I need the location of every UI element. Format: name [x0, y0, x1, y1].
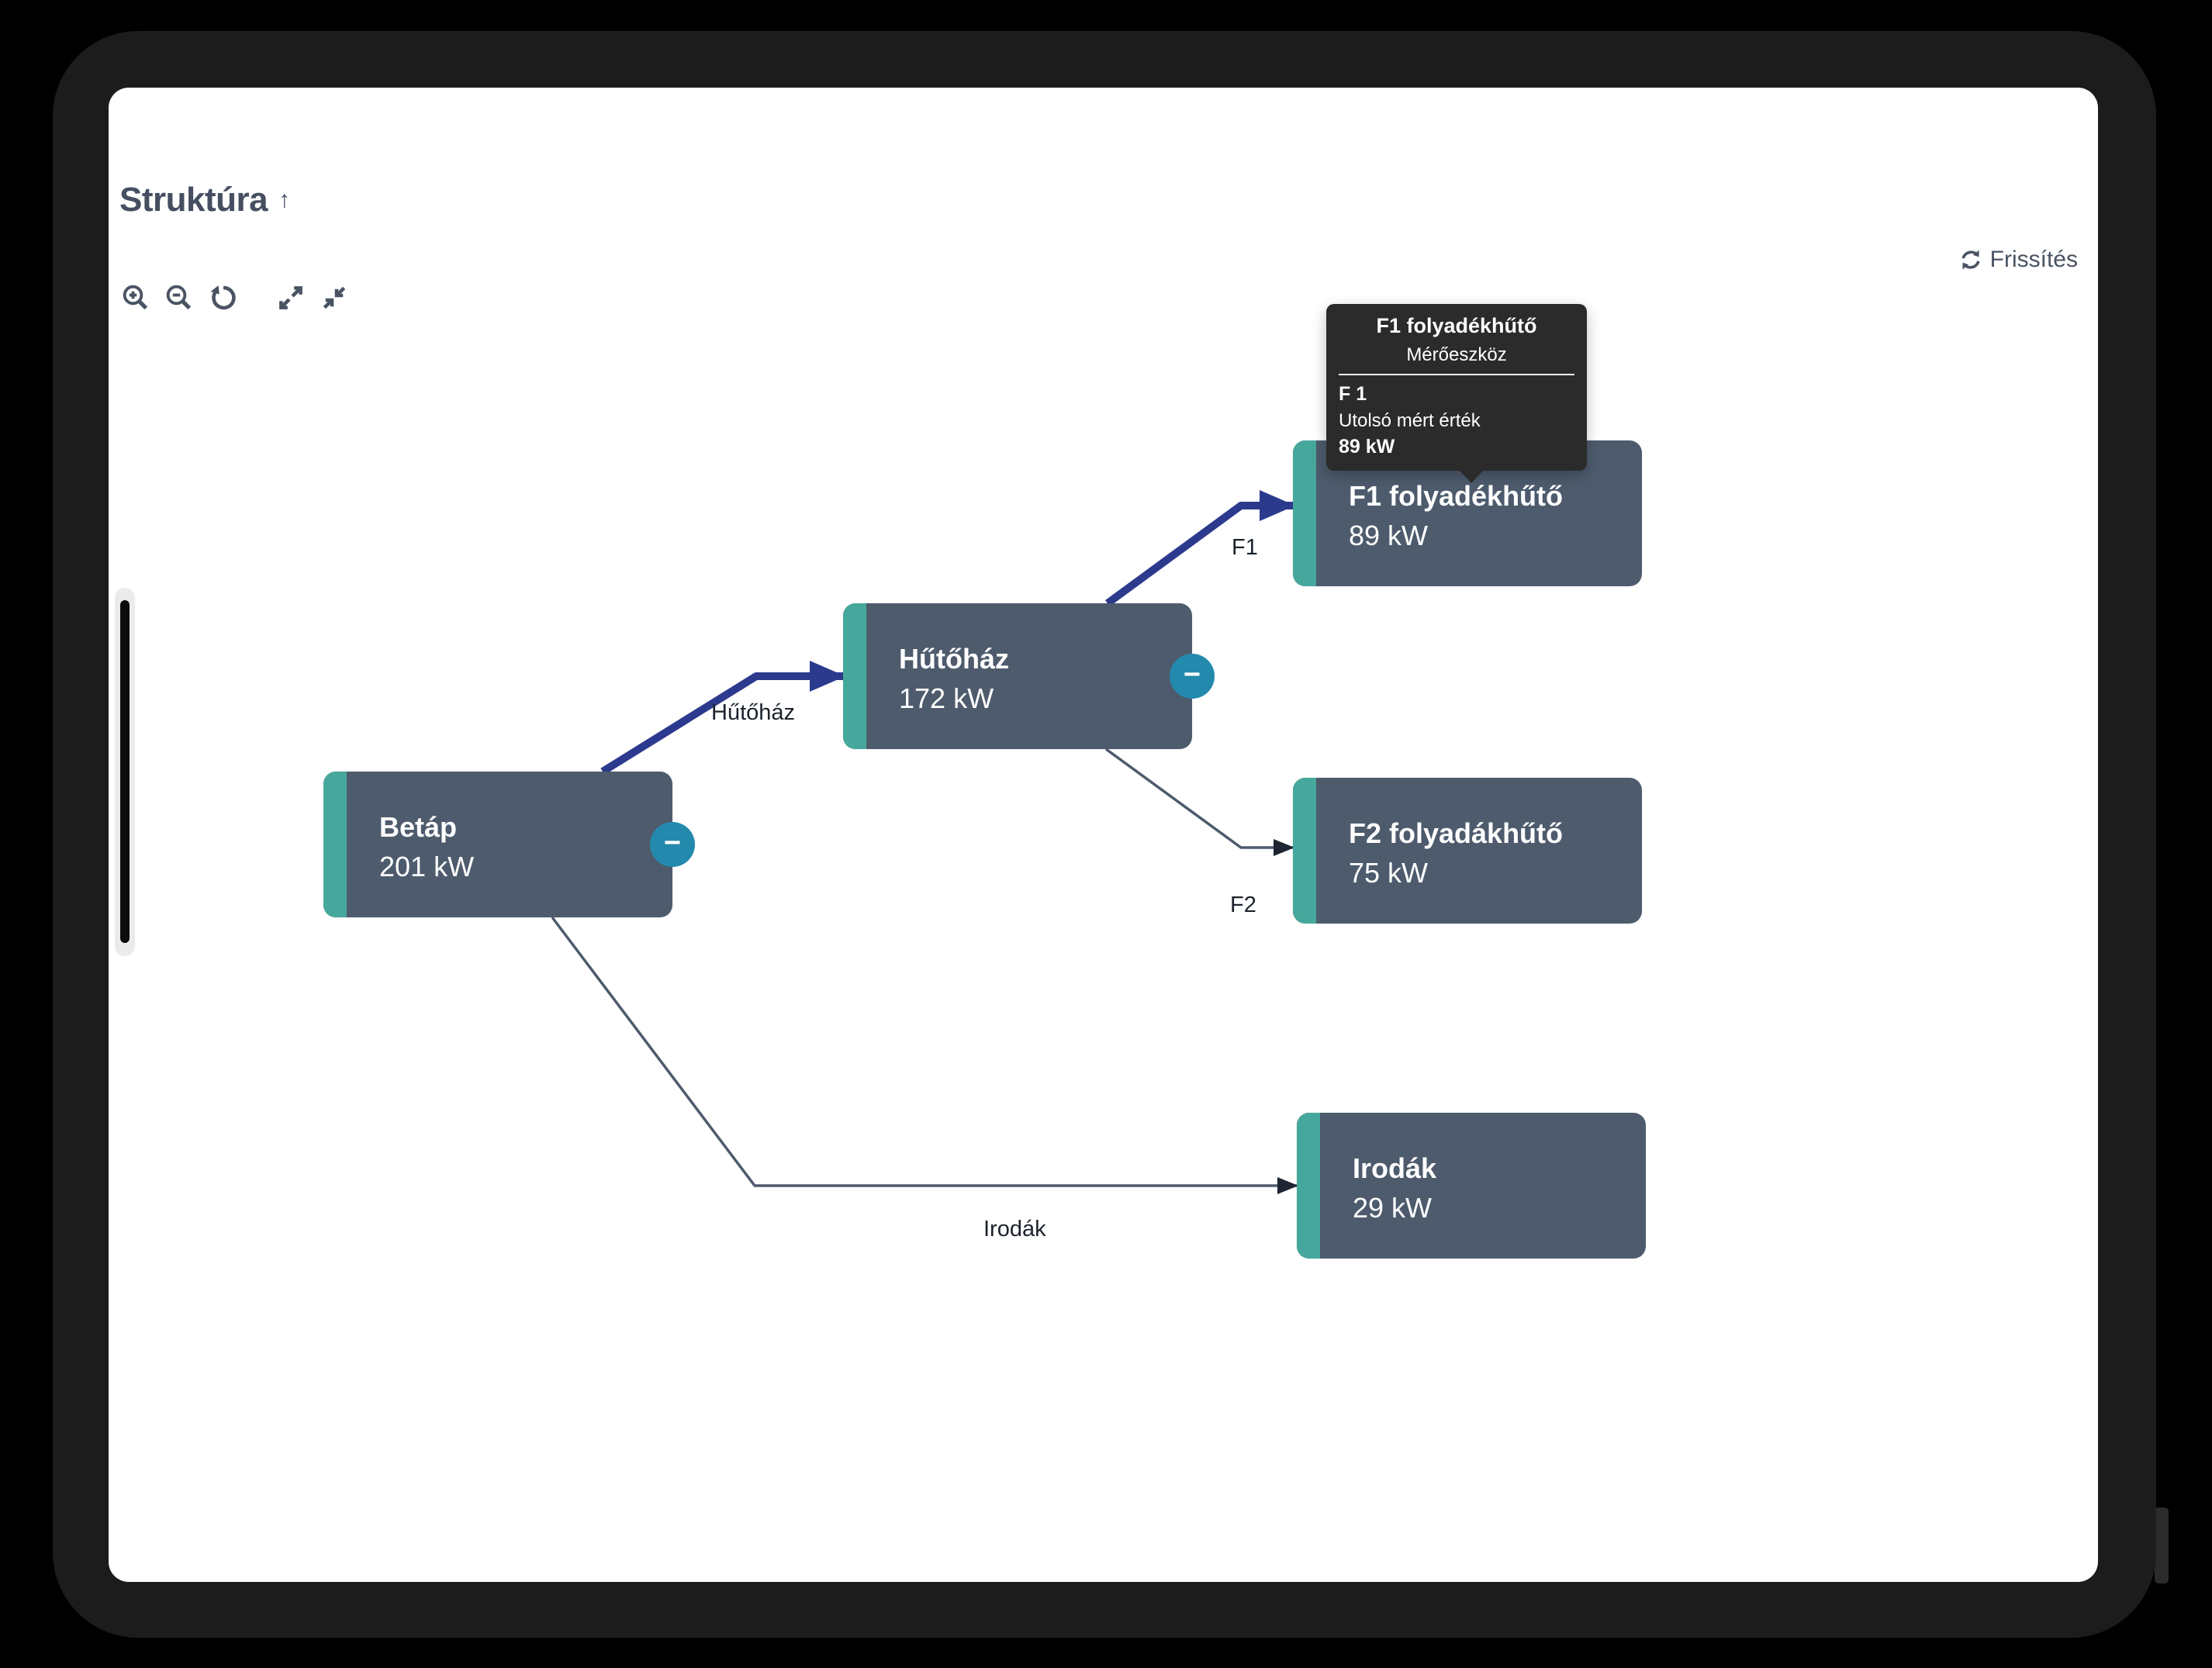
node-label: Hűtőház [899, 642, 1009, 675]
vertical-scrollbar-track [115, 588, 135, 956]
node-betap[interactable]: Betáp 201 kW − [323, 772, 695, 917]
node-label: Irodák [1353, 1152, 1437, 1184]
reset-view-button[interactable] [205, 280, 240, 316]
edge-label-irodak: Irodák [983, 1217, 1046, 1242]
header: Struktúra ↑ [119, 181, 290, 219]
page-title: Struktúra [119, 181, 268, 219]
node-value: 89 kW [1349, 520, 1429, 551]
node-accent-bar [323, 772, 347, 917]
node-accent-bar [1297, 1113, 1320, 1259]
tooltip-title: F1 folyadékhűtő [1376, 314, 1537, 337]
edges-layer [551, 490, 1298, 1194]
zoom-out-button[interactable] [161, 280, 197, 316]
node-value: 75 kW [1349, 857, 1429, 889]
edge-hutohaz-f1 [1105, 490, 1295, 607]
node-accent-bar [1293, 440, 1316, 586]
expand-button[interactable] [273, 280, 309, 316]
tooltip-caret [1458, 469, 1484, 484]
edge-betap-irodak [551, 916, 1298, 1194]
collapse-panel-arrow-icon[interactable]: ↑ [278, 187, 291, 212]
vertical-scrollbar-thumb[interactable] [120, 600, 130, 943]
edge-hutohaz-f2 [1104, 748, 1294, 856]
structure-canvas[interactable]: Struktúra ↑ [109, 88, 2098, 1582]
collapse-children-button-hutohaz[interactable]: − [1170, 654, 1215, 699]
tooltip-last-value-label: Utolsó mért érték [1339, 410, 1481, 432]
tooltip-meter-code: F 1 [1339, 382, 1367, 405]
zoom-out-icon [166, 285, 192, 310]
node-label: Betáp [379, 810, 458, 843]
tooltip-subtitle: Mérőeszköz [1406, 344, 1507, 365]
node-tooltip: F1 folyadékhűtő Mérőeszköz F 1 Utolsó mé… [1326, 304, 1587, 484]
node-label: F2 folyadákhűtő [1349, 817, 1564, 849]
tablet-frame: Struktúra ↑ [53, 31, 2156, 1638]
refresh-icon [1961, 250, 1980, 270]
zoom-toolbar [118, 280, 352, 316]
edge-label-f1: F1 [1232, 535, 1258, 560]
node-value: 29 kW [1353, 1192, 1433, 1224]
expand-icon [279, 286, 302, 309]
refresh-button[interactable]: Frissítés [1954, 246, 2082, 274]
refresh-label: Frissítés [1989, 247, 2078, 272]
node-hutohaz[interactable]: Hűtőház 172 kW − [843, 603, 1215, 749]
tooltip-divider [1339, 373, 1574, 375]
node-value: 201 kW [379, 851, 475, 882]
node-value: 172 kW [899, 682, 994, 714]
edge-label-hutohaz: Hűtőház [711, 700, 796, 725]
zoom-in-icon [123, 285, 148, 310]
collapse-icon [323, 286, 346, 309]
collapse-button[interactable] [316, 280, 352, 316]
node-label: F1 folyadékhűtő [1349, 479, 1564, 512]
node-accent-bar [1293, 778, 1316, 924]
tablet-side-button [2155, 1507, 2169, 1583]
node-accent-bar [843, 603, 866, 749]
tooltip-last-value: 89 kW [1339, 435, 1395, 458]
collapse-children-button-betap[interactable]: − [650, 822, 695, 867]
edge-betap-hutohaz [600, 661, 845, 775]
edge-label-f2: F2 [1230, 893, 1256, 917]
zoom-in-button[interactable] [118, 280, 154, 316]
reset-view-icon [210, 285, 236, 310]
node-irodak[interactable]: Irodák 29 kW [1297, 1113, 1646, 1259]
node-f2[interactable]: F2 folyadákhűtő 75 kW [1293, 778, 1642, 924]
